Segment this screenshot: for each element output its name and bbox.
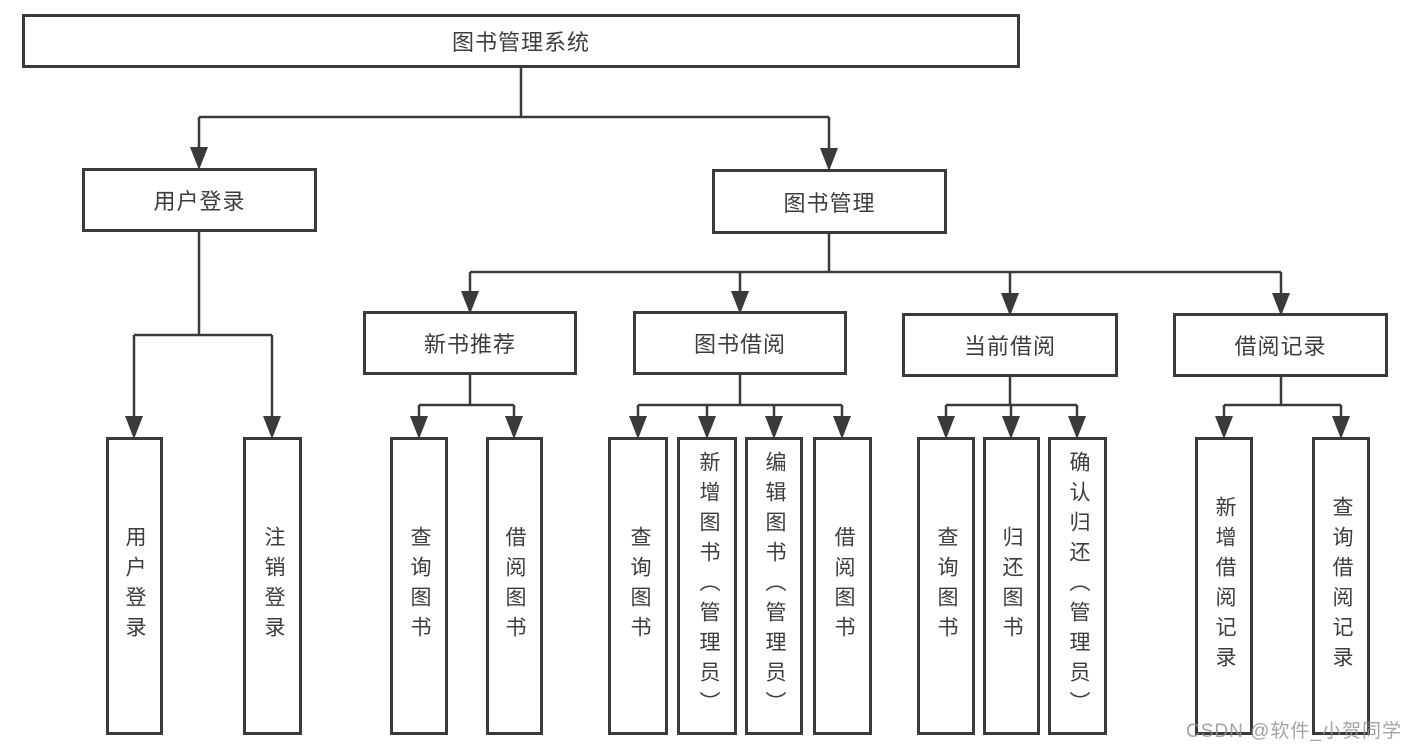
node-new-book-recommend: 新书推荐 <box>363 311 577 375</box>
leaf-query-books-borrowing: 查询图书 <box>608 437 668 735</box>
leaf-logout: 注销登录 <box>243 437 302 735</box>
node-user-login-branch: 用户登录 <box>82 168 317 232</box>
node-book-borrowing: 图书借阅 <box>633 311 847 375</box>
leaf-query-books-current: 查询图书 <box>917 437 975 735</box>
leaf-confirm-return-admin: 确认归还（管理员） <box>1048 437 1107 735</box>
leaf-query-borrow-record: 查询借阅记录 <box>1312 437 1370 735</box>
csdn-watermark: CSDN @软件_小贺同学 <box>1186 721 1402 742</box>
node-root-library-management-system: 图书管理系统 <box>22 14 1020 68</box>
leaf-borrow-books-borrowing: 借阅图书 <box>813 437 872 735</box>
node-current-borrowing: 当前借阅 <box>902 313 1118 377</box>
leaf-query-books-recommend: 查询图书 <box>390 437 448 735</box>
leaf-edit-books-admin: 编辑图书（管理员） <box>745 437 803 735</box>
leaf-borrow-books-recommend: 借阅图书 <box>486 437 543 735</box>
node-borrowing-records: 借阅记录 <box>1173 313 1388 377</box>
leaf-add-books-admin: 新增图书（管理员） <box>677 437 737 735</box>
leaf-return-books: 归还图书 <box>983 437 1040 735</box>
node-book-management-branch: 图书管理 <box>712 169 947 234</box>
leaf-user-login: 用户登录 <box>106 437 163 735</box>
leaf-add-borrow-record: 新增借阅记录 <box>1195 437 1253 735</box>
arrowheads <box>125 147 1350 439</box>
